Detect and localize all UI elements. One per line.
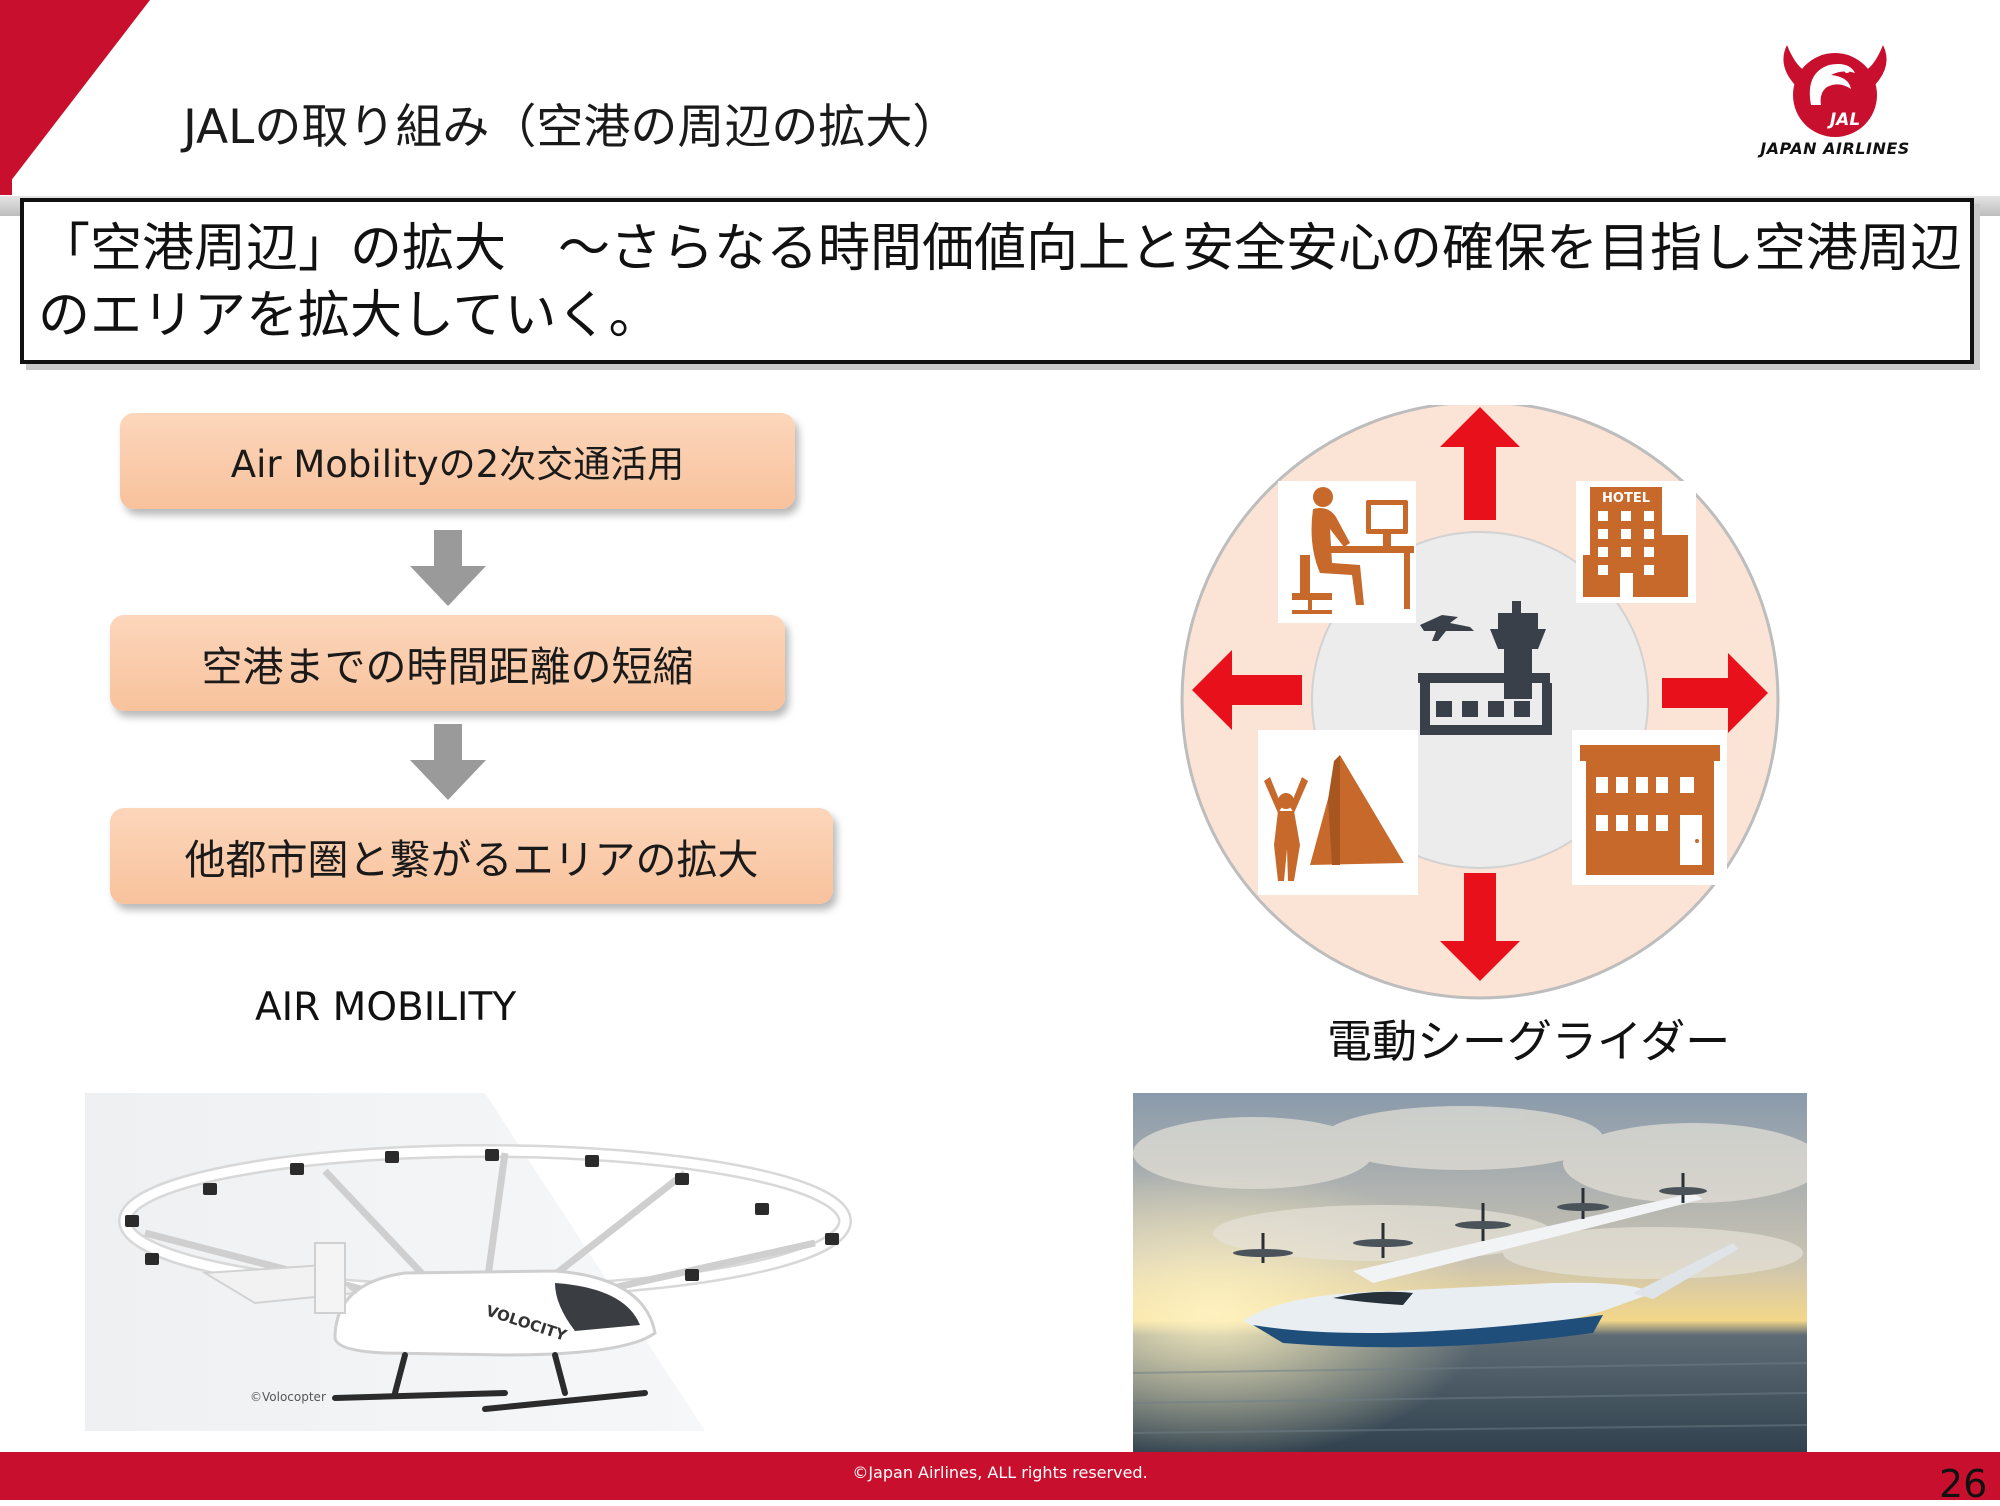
jal-crane-icon: JAL	[1783, 45, 1887, 137]
sea-glider-image	[1133, 1093, 1807, 1460]
headline-text: 「空港周辺」の拡大 ～さらなる時間価値向上と安全安心の確保を目指し空港周辺のエリ…	[38, 219, 1963, 346]
page-number: 26	[1939, 1462, 1988, 1506]
air-mobility-caption: AIR MOBILITY	[255, 985, 517, 1030]
copyright-text: ©Japan Airlines, ALL rights reserved.	[852, 1463, 1148, 1482]
process-step-area-expansion: 他都市圏と繋がるエリアの拡大	[110, 808, 833, 904]
volocopter-credit: ©Volocopter	[250, 1390, 326, 1404]
process-step-time-distance: 空港までの時間距離の短縮	[110, 615, 785, 711]
footer-bar	[0, 1452, 2000, 1500]
airport-terminal-icon	[1418, 601, 1552, 735]
logo-wordmark: JAPAN AIRLINES	[1760, 139, 1910, 158]
down-arrow-icon	[410, 724, 486, 800]
slide-title: JALの取り組み（空港の周辺の拡大）	[183, 100, 960, 155]
red-arrow-icon	[1192, 407, 1768, 981]
hotel-icon: HOTEL	[1576, 481, 1696, 603]
house-icon	[1572, 730, 1727, 885]
airport-area-diagram: HOTEL	[1180, 405, 1780, 1000]
logo-mark-text: JAL	[1827, 110, 1860, 130]
office-worker-icon	[1278, 481, 1416, 623]
hotel-sign: HOTEL	[1602, 491, 1650, 506]
corner-accent-triangle	[0, 0, 150, 195]
process-step-air-mobility: Air Mobilityの2次交通活用	[120, 413, 795, 509]
down-arrow-icon	[410, 530, 486, 606]
volocopter-image: VOLOCITY	[85, 1093, 852, 1431]
headline-box	[20, 198, 1974, 364]
sea-glider-caption: 電動シーグライダー	[1327, 1015, 1731, 1068]
camping-tent-icon	[1258, 730, 1418, 895]
